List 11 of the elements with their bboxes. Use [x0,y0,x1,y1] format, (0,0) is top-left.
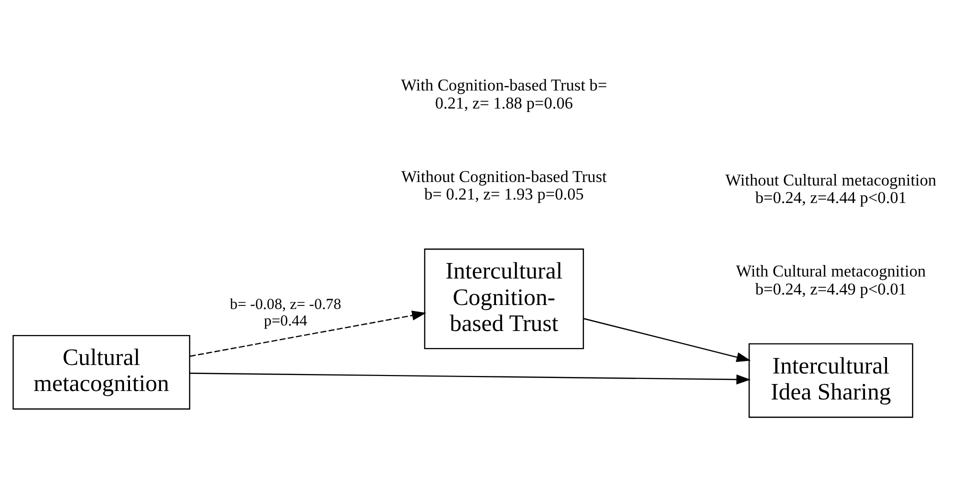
label: Without Cultural metacognition b=0.24, z=4.44 p<0.01 [725,170,936,207]
arrow [190,310,426,356]
arrow [584,318,751,362]
node-box: Cultural metacognition [12,334,190,410]
node-box: Intercultural Idea Sharing [748,342,914,418]
edge-label: b= -0.08, z= -0.78 p=0.44 [230,295,342,329]
node-box: Intercultural Cognition-based Trust [424,248,584,349]
label: With Cognition-based Trust b= 0.21, z= 1.88 p=0.06 [401,75,608,112]
arrow [190,372,751,384]
label: With Cultural metacognition b=0.24, z=4.49 p<0.01 [736,261,926,298]
label: Without Cognition-based Trust b= 0.21, z= 1.93 p=0.05 [401,166,607,204]
